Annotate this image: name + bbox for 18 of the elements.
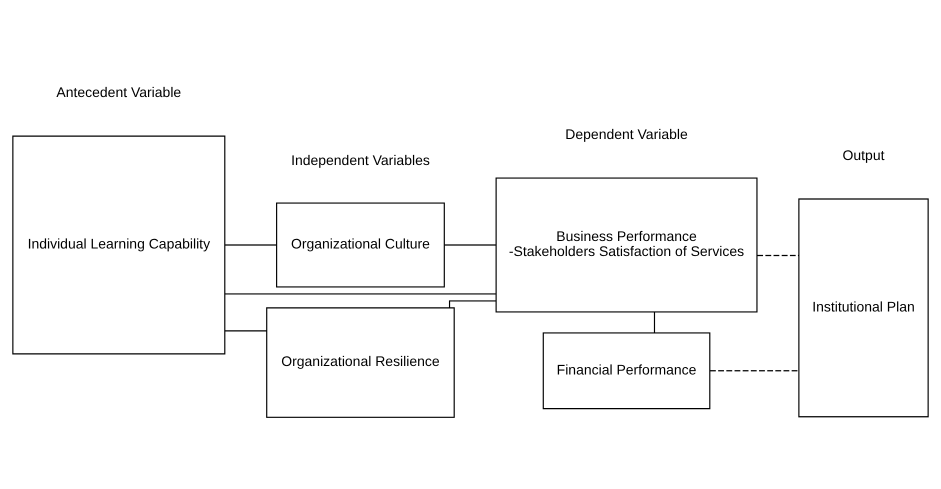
- node-box: Organizational Resilience: [266, 306, 455, 418]
- label: Independent Variables: [291, 151, 430, 168]
- connector: [448, 300, 496, 307]
- label: Output: [842, 146, 884, 163]
- connector: [224, 244, 276, 246]
- connector: [444, 244, 496, 246]
- node-box: Organizational Culture: [276, 202, 445, 287]
- connector: [710, 370, 799, 371]
- connector: [224, 292, 496, 294]
- label: Antecedent Variable: [56, 84, 182, 100]
- node-box: Business Performance -Stakeholders Satisfaction of Services: [496, 176, 758, 312]
- connector: [224, 330, 267, 331]
- node-box: Financial Performance: [542, 332, 710, 409]
- label: Dependent Variable: [565, 126, 688, 142]
- node-box: Institutional Plan: [798, 198, 929, 417]
- connector: [757, 254, 799, 256]
- connector: [654, 312, 656, 332]
- node-box: Individual Learning Capability: [12, 135, 226, 354]
